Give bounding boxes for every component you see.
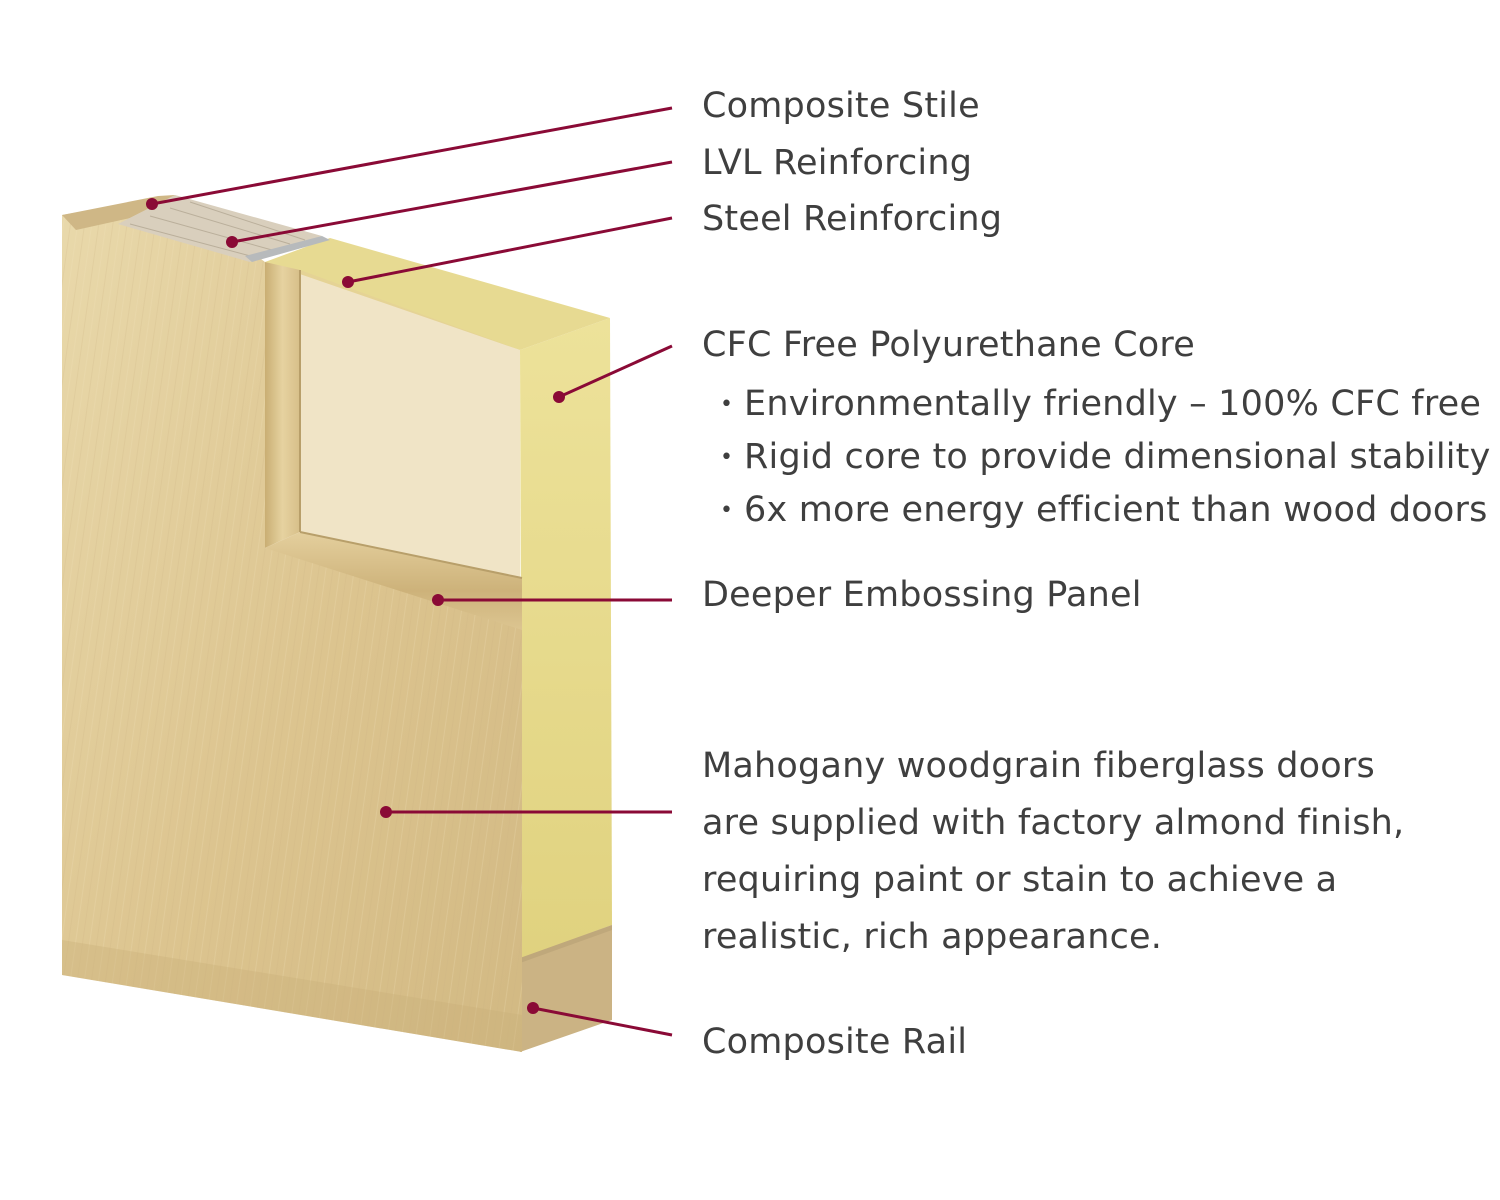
leader-lvl (231, 160, 673, 244)
foam-core-top (265, 238, 610, 350)
bullet-icon: • (720, 392, 734, 417)
list-item: •Rigid core to provide dimensional stabi… (720, 431, 1491, 484)
raised-panel (300, 270, 520, 578)
leader-rail (532, 1006, 673, 1037)
list-item: •Environmentally friendly – 100% CFC fre… (720, 378, 1491, 431)
foam-core (520, 318, 612, 958)
label-composite-rail: Composite Rail (702, 1022, 968, 1062)
leader-dots (146, 198, 565, 1014)
leader-composite-stile (151, 106, 673, 206)
label-embossing-panel: Deeper Embossing Panel (702, 575, 1142, 615)
leader-steel (347, 216, 673, 284)
lvl-block (118, 195, 322, 262)
label-finish-note: Mahogany woodgrain fiberglass doors are … (702, 746, 1405, 957)
label-composite-stile: Composite Stile (702, 86, 980, 126)
bullet-icon: • (720, 445, 734, 470)
embossed-panel-rail (265, 532, 522, 630)
list-item: •6x more energy efficient than wood door… (720, 484, 1491, 537)
leader-lines (151, 106, 673, 1037)
leader-core (558, 344, 673, 399)
label-steel-reinforcing: Steel Reinforcing (702, 199, 1003, 239)
label-core-title: CFC Free Polyurethane Core (702, 325, 1195, 365)
embossed-panel-stile (265, 262, 300, 548)
bullet-icon: • (720, 498, 734, 523)
label-lvl-reinforcing: LVL Reinforcing (702, 143, 973, 183)
steel-strip (245, 236, 330, 262)
core-bullet-list: •Environmentally friendly – 100% CFC fre… (720, 378, 1491, 537)
